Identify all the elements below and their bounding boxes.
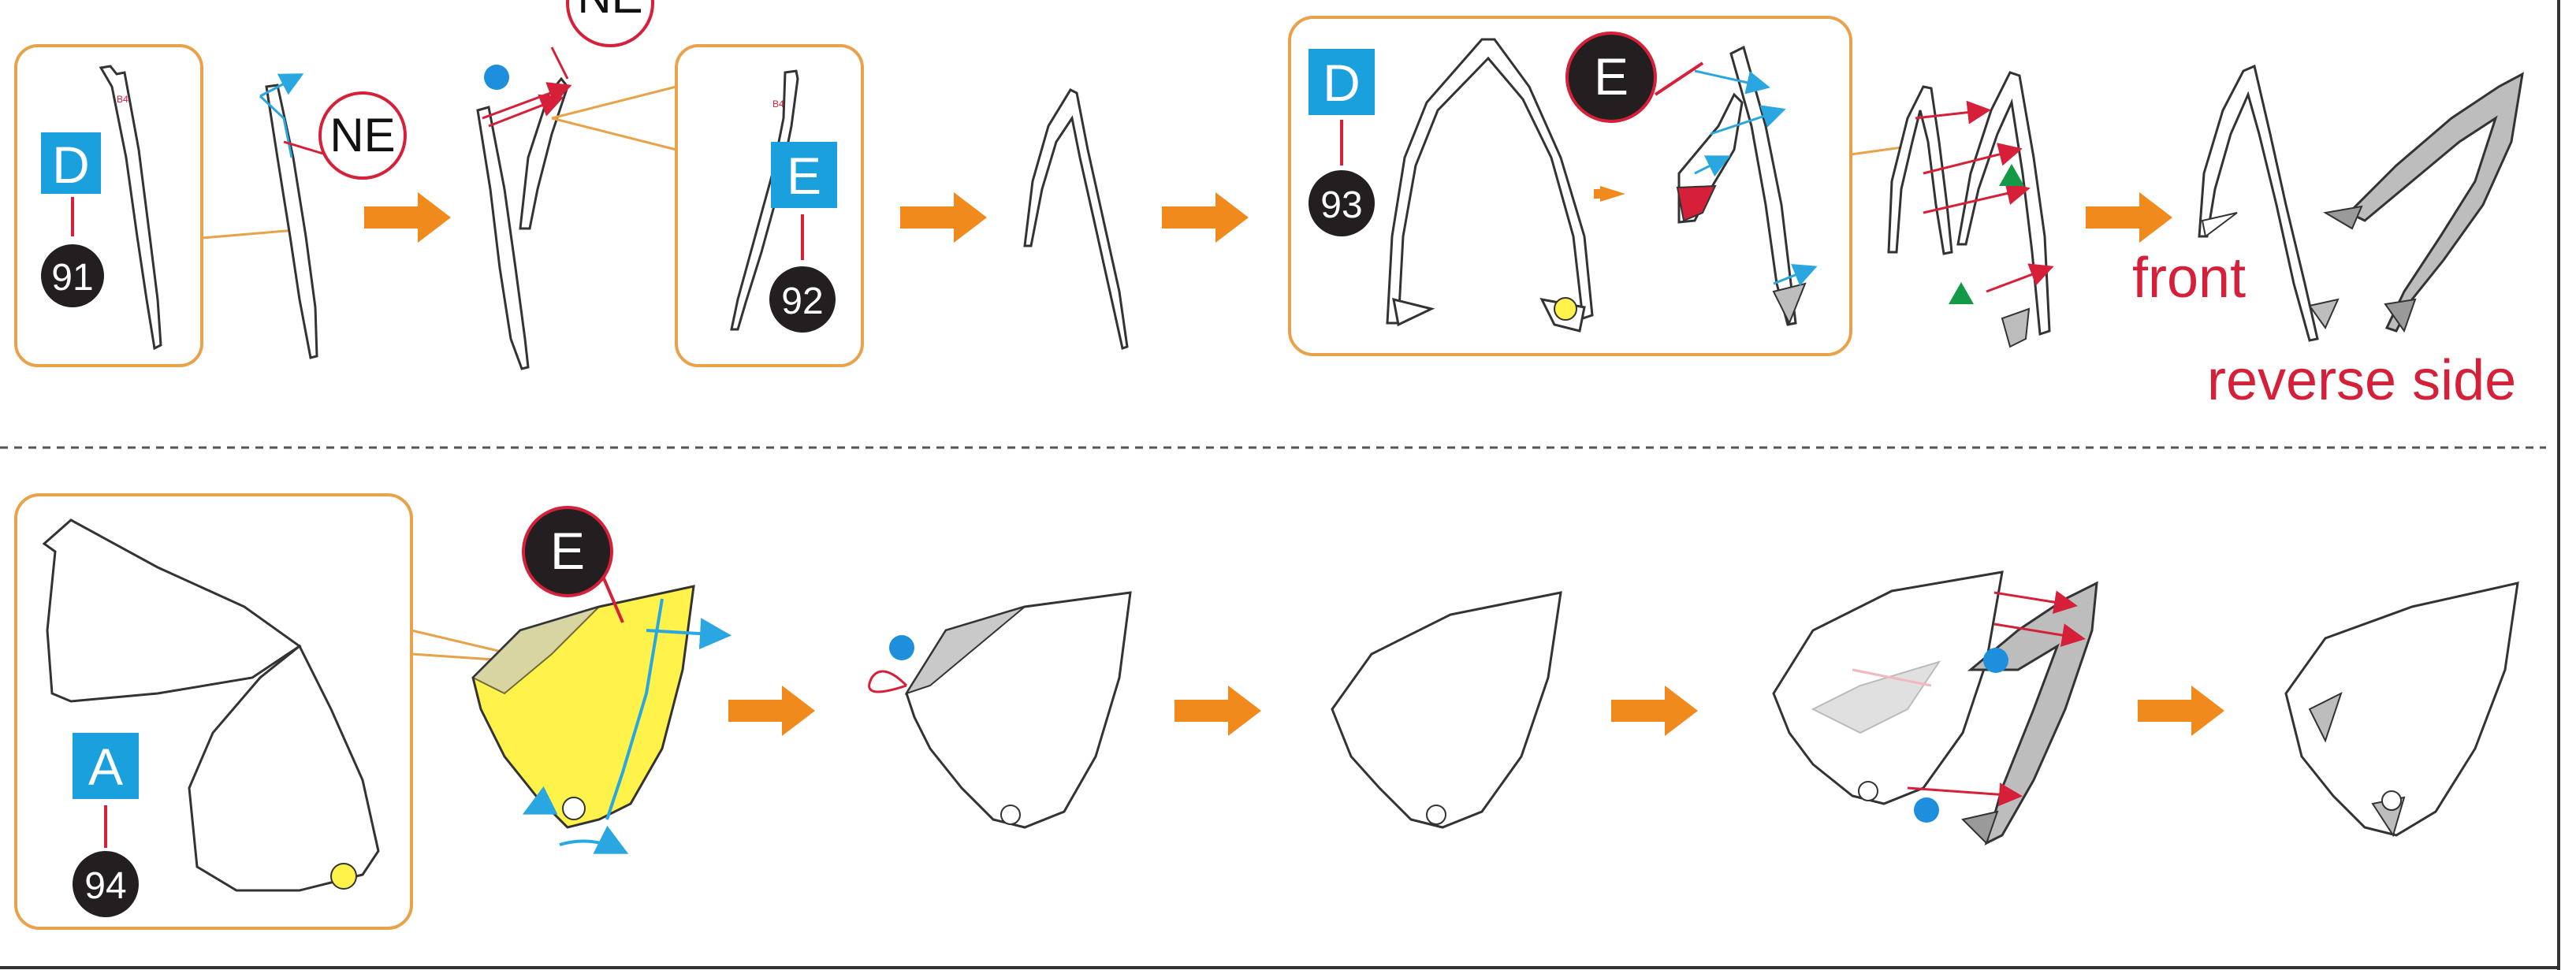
part-letter: D (52, 136, 90, 194)
process-arrow-icon (900, 192, 987, 243)
part-letter-box (41, 132, 101, 194)
step-ne2: NE (476, 0, 677, 370)
step-ne1: NE (259, 73, 407, 359)
process-arrow-icon (2138, 686, 2224, 736)
part-letter: A (88, 738, 123, 796)
ne-badge-text: NE (329, 109, 395, 162)
green-triangle-icon (1999, 164, 2024, 186)
step-d91-panel: D 91 B4 (14, 44, 296, 367)
step-arch-assembled (1023, 88, 1129, 350)
part-number-circle (73, 851, 139, 917)
process-arrow-icon (1611, 686, 1698, 736)
e-badge-text: E (550, 522, 585, 580)
frame-piece (1887, 85, 1953, 255)
part-number-circle (769, 266, 836, 333)
part-number: 93 (1320, 184, 1362, 226)
e-badge (522, 506, 613, 597)
panel-piece (188, 644, 380, 892)
step-d93-panel: D 93 E (1288, 16, 1852, 356)
part-letter: D (1323, 54, 1361, 112)
part-letter-box (771, 142, 837, 208)
frame-piece (1023, 88, 1129, 350)
blue-dot-icon (484, 65, 509, 90)
frame-piece (730, 69, 799, 331)
step-panel-clean (1331, 591, 1562, 829)
ne-badge (566, 0, 654, 47)
panel-piece (905, 591, 1132, 829)
step-frames-joined (1850, 71, 2054, 348)
step-e92-panel: B4 E 92 (675, 44, 864, 367)
label-reverse-side: reverse side (2207, 349, 2517, 412)
part-number-circle (41, 244, 104, 307)
frame-piece (2347, 72, 2524, 333)
frame-piece (2198, 64, 2319, 342)
step-panel-frame (1772, 570, 2098, 845)
part-number: 92 (781, 281, 823, 322)
e-badge (1565, 32, 1657, 123)
step-panel-attached (868, 591, 1132, 829)
part-number-circle (1308, 170, 1375, 236)
blue-dot-icon (1914, 797, 1939, 823)
label-front: front (2132, 247, 2247, 310)
step-panel-final (2284, 582, 2519, 838)
blue-dot-icon (1983, 648, 2008, 673)
process-arrow-icon (1162, 192, 1249, 243)
process-arrow-icon (728, 686, 815, 736)
panel-piece (42, 518, 302, 703)
part-letter: E (787, 147, 821, 205)
green-triangle-icon (1949, 282, 1974, 304)
process-arrow-icon (364, 192, 451, 243)
frame-piece (265, 84, 318, 359)
part-mark: B4 (117, 94, 128, 105)
part-letter-box (1308, 49, 1375, 115)
part-number: 94 (84, 865, 126, 907)
blue-dot-icon (889, 635, 914, 660)
part-letter-box (73, 733, 139, 799)
e-badge-text: E (1594, 47, 1629, 106)
ne-badge-text: NE (577, 0, 642, 23)
process-arrow-icon (2086, 192, 2172, 243)
step-a94-panel: A 94 (14, 493, 553, 930)
frame-piece (99, 65, 162, 351)
frame-arch (1386, 38, 1594, 325)
panel-piece (1331, 591, 1562, 829)
panel-piece (2284, 582, 2519, 837)
step-e94-fit: E (471, 506, 731, 854)
process-arrow-icon (1174, 686, 1261, 736)
ne-badge (318, 91, 407, 180)
step-result-front (2198, 64, 2340, 342)
step-result-reverse (2323, 72, 2524, 333)
frame-piece (476, 106, 530, 370)
part-mark: B4 (772, 98, 784, 110)
part-number: 91 (51, 257, 93, 299)
